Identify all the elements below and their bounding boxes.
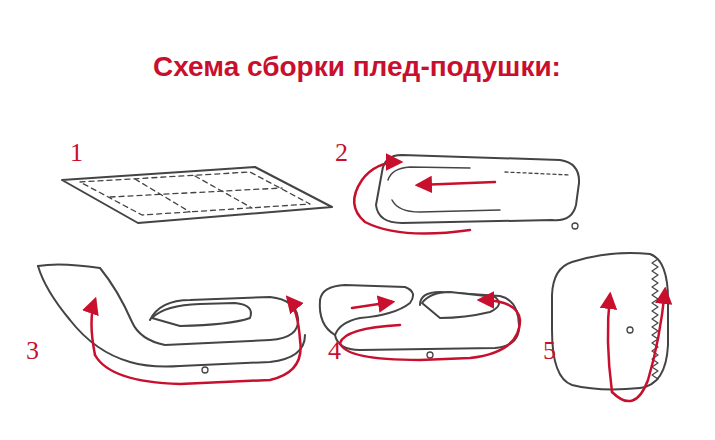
fold-arrows (92, 162, 666, 401)
rolled-blanket (376, 155, 579, 229)
callout-number: 3 (26, 338, 39, 364)
callout-number: 4 (328, 338, 341, 364)
folded-flaps (320, 285, 519, 358)
callout-number: 1 (70, 140, 83, 166)
unfolding-blanket (38, 264, 305, 373)
callout-number: 2 (335, 140, 348, 166)
diagram-title: Схема сборки плед-подушки: (153, 52, 561, 83)
callout-number: 5 (543, 338, 556, 364)
flat-blanket (62, 167, 332, 223)
